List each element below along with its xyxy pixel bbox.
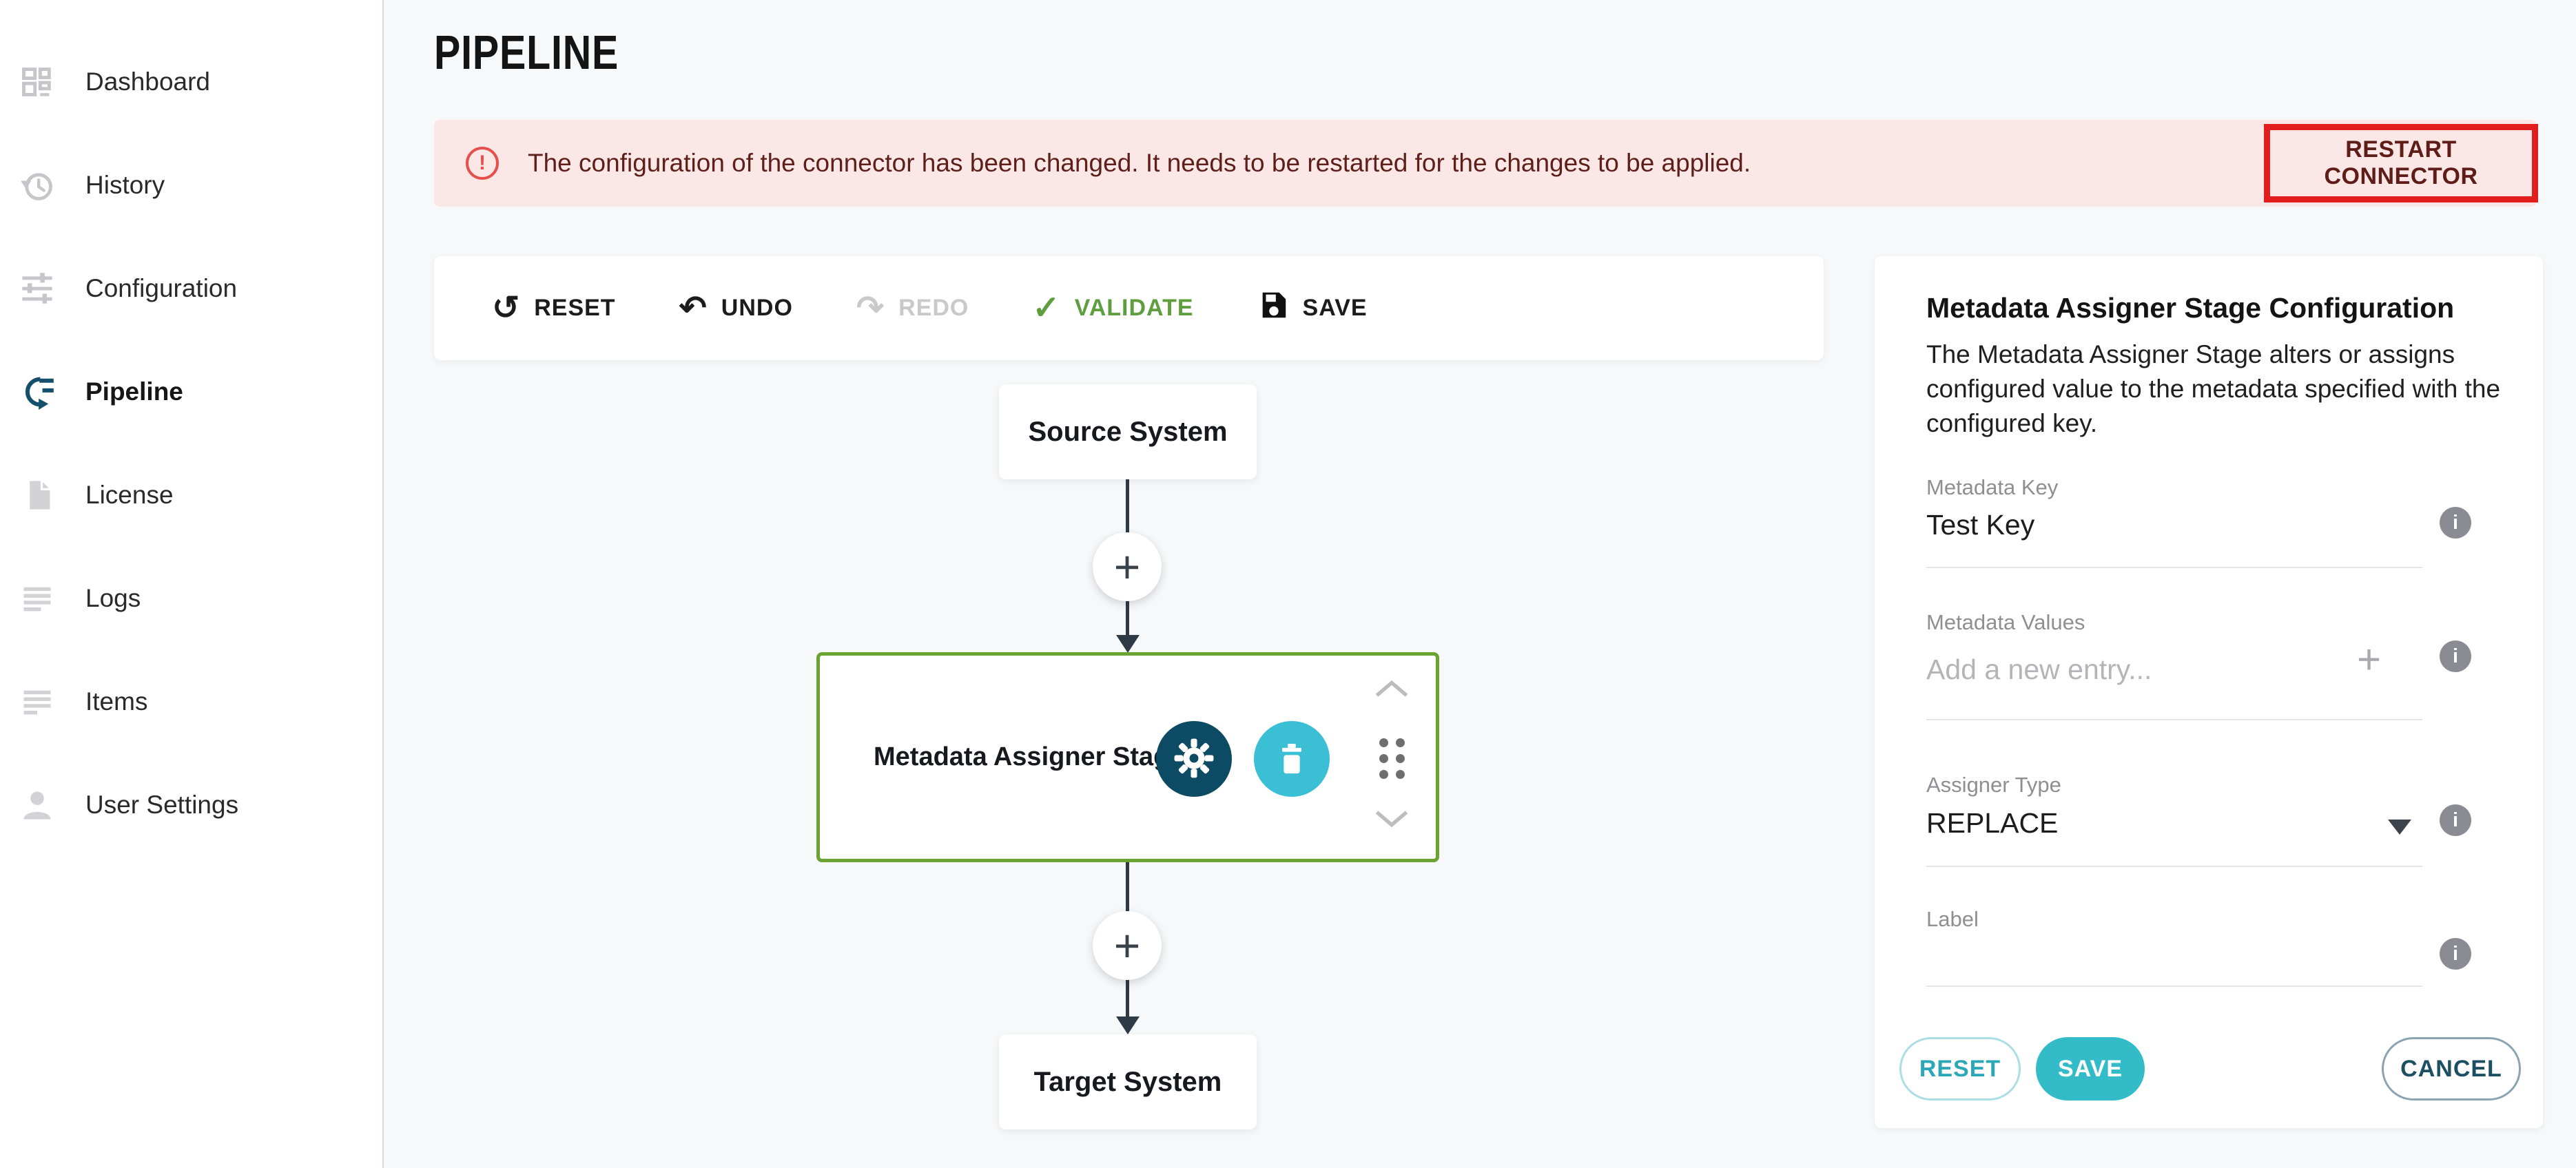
license-icon bbox=[19, 477, 55, 513]
add-entry-icon[interactable]: + bbox=[2357, 636, 2382, 682]
add-stage-button-top[interactable]: + bbox=[1093, 532, 1162, 601]
validate-button[interactable]: ✓ VALIDATE bbox=[1032, 289, 1194, 326]
metadata-assigner-stage-node[interactable]: Metadata Assigner Stage bbox=[816, 652, 1439, 862]
alert-icon: ! bbox=[466, 147, 499, 180]
chevron-down-icon bbox=[1374, 811, 1410, 830]
history-icon bbox=[19, 167, 55, 203]
banner-message: The configuration of the connector has b… bbox=[528, 149, 1751, 177]
user-icon bbox=[19, 787, 55, 823]
move-stage-down-button[interactable] bbox=[1372, 809, 1411, 830]
input-underline bbox=[1926, 985, 2422, 987]
reset-button[interactable]: ↺ RESET bbox=[492, 289, 616, 326]
dashboard-icon bbox=[19, 64, 55, 100]
page-title: PIPELINE bbox=[434, 25, 619, 79]
stage-label: Metadata Assigner Stage bbox=[874, 742, 1184, 771]
sidebar-item-label: Configuration bbox=[85, 274, 238, 302]
sidebar-item-label: Logs bbox=[85, 584, 141, 612]
panel-cancel-button[interactable]: CANCEL bbox=[2382, 1037, 2521, 1101]
metadata-key-input[interactable] bbox=[1926, 504, 2367, 545]
redo-icon: ↷ bbox=[856, 289, 885, 326]
assigner-type-select[interactable]: REPLACE bbox=[1926, 807, 2059, 839]
assigner-type-label: Assigner Type bbox=[1926, 773, 2061, 797]
undo-button[interactable]: ↶ UNDO bbox=[679, 289, 793, 326]
sidebar-item-user-settings[interactable]: User Settings bbox=[0, 753, 382, 857]
metadata-values-input[interactable] bbox=[1926, 649, 2367, 690]
save-label: SAVE bbox=[1302, 295, 1368, 321]
pipeline-icon bbox=[19, 374, 55, 410]
metadata-values-label: Metadata Values bbox=[1926, 610, 2085, 634]
label-field-label: Label bbox=[1926, 907, 1979, 931]
sidebar-item-items[interactable]: Items bbox=[0, 650, 382, 753]
arrow-down-icon bbox=[1116, 1016, 1140, 1034]
move-stage-up-button[interactable] bbox=[1372, 679, 1411, 700]
caret-down-icon bbox=[2388, 820, 2411, 835]
stage-delete-button[interactable] bbox=[1254, 721, 1330, 797]
info-icon[interactable]: i bbox=[2440, 640, 2471, 672]
sidebar-item-license[interactable]: License bbox=[0, 444, 382, 547]
input-underline bbox=[1926, 719, 2422, 720]
panel-reset-button[interactable]: RESET bbox=[1899, 1037, 2021, 1101]
redo-label: REDO bbox=[898, 295, 969, 321]
metadata-key-label: Metadata Key bbox=[1926, 475, 2059, 499]
sidebar-item-dashboard[interactable]: Dashboard bbox=[0, 30, 382, 134]
logs-icon bbox=[19, 581, 55, 616]
info-icon[interactable]: i bbox=[2440, 804, 2471, 836]
source-system-node[interactable]: Source System bbox=[999, 384, 1257, 479]
stage-config-panel: Metadata Assigner Stage Configuration Th… bbox=[1875, 256, 2543, 1128]
save-icon bbox=[1257, 289, 1289, 327]
target-system-node[interactable]: Target System bbox=[999, 1034, 1257, 1129]
undo-label: UNDO bbox=[721, 295, 793, 321]
reset-icon: ↺ bbox=[492, 289, 521, 326]
add-stage-button-bottom[interactable]: + bbox=[1093, 911, 1162, 980]
sidebar-item-label: Pipeline bbox=[85, 377, 183, 406]
sidebar-item-label: Items bbox=[85, 687, 148, 716]
sidebar-item-history[interactable]: History bbox=[0, 134, 382, 237]
items-icon bbox=[19, 684, 55, 720]
reset-label: RESET bbox=[534, 295, 616, 321]
sidebar-item-label: Dashboard bbox=[85, 67, 211, 96]
save-button[interactable]: SAVE bbox=[1257, 289, 1368, 327]
input-underline bbox=[1926, 567, 2422, 568]
sidebar-item-label: License bbox=[85, 481, 174, 509]
chevron-up-icon bbox=[1374, 680, 1410, 700]
sidebar-item-pipeline[interactable]: Pipeline bbox=[0, 340, 382, 444]
restart-connector-button[interactable]: RESTART CONNECTOR bbox=[2264, 124, 2538, 202]
sidebar-item-logs[interactable]: Logs bbox=[0, 547, 382, 650]
undo-icon: ↶ bbox=[679, 289, 708, 326]
info-icon[interactable]: i bbox=[2440, 507, 2471, 539]
sidebar-item-configuration[interactable]: Configuration bbox=[0, 237, 382, 340]
panel-save-button[interactable]: SAVE bbox=[2036, 1037, 2145, 1101]
check-icon: ✓ bbox=[1032, 289, 1061, 326]
configuration-icon bbox=[19, 271, 55, 306]
sidebar-item-label: History bbox=[85, 171, 165, 199]
validate-label: VALIDATE bbox=[1074, 295, 1194, 321]
sidebar: Dashboard History bbox=[0, 0, 384, 1168]
label-input[interactable] bbox=[1926, 935, 2367, 976]
drag-handle[interactable] bbox=[1379, 738, 1405, 780]
stage-configure-button[interactable] bbox=[1156, 721, 1232, 797]
trash-icon bbox=[1272, 739, 1311, 780]
info-icon[interactable]: i bbox=[2440, 938, 2471, 970]
panel-description: The Metadata Assigner Stage alters or as… bbox=[1926, 340, 2501, 437]
restart-warning-banner: ! The configuration of the connector has… bbox=[434, 120, 2538, 207]
arrow-down-icon bbox=[1116, 635, 1140, 653]
gear-icon bbox=[1173, 737, 1215, 782]
pipeline-toolbar: ↺ RESET ↶ UNDO ↷ REDO ✓ VALIDATE SAVE bbox=[434, 256, 1824, 360]
redo-button: ↷ REDO bbox=[856, 289, 969, 326]
panel-title: Metadata Assigner Stage Configuration bbox=[1926, 292, 2455, 324]
input-underline bbox=[1926, 866, 2422, 867]
sidebar-item-label: User Settings bbox=[85, 791, 239, 819]
